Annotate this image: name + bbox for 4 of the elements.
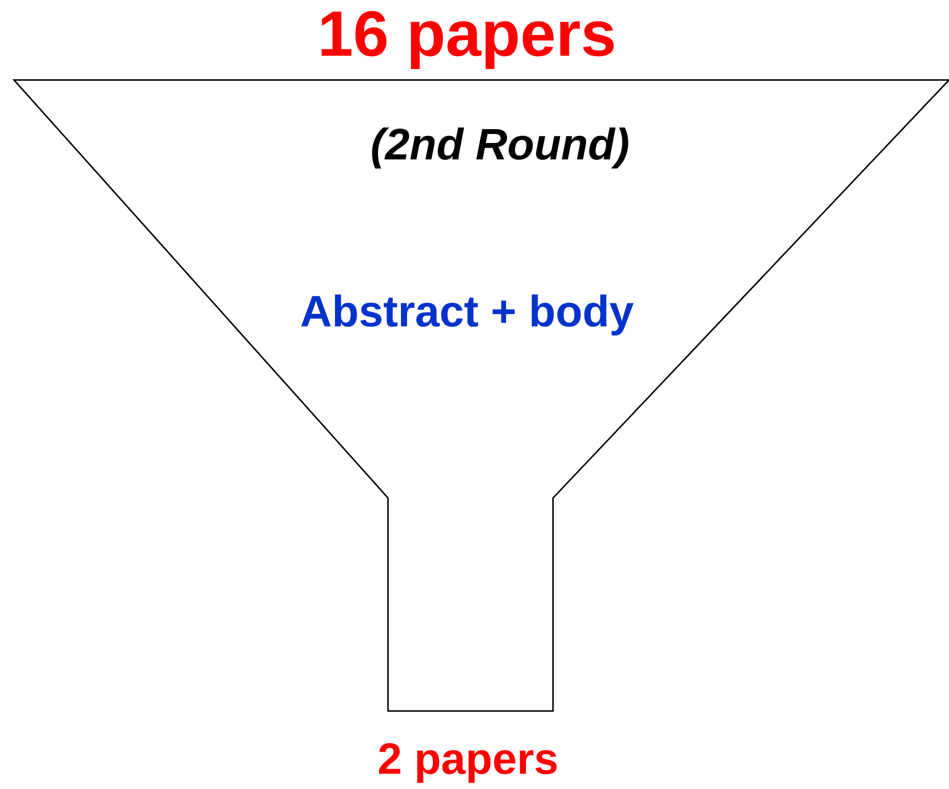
stage-label: Abstract + body: [301, 294, 634, 336]
output-label: 2 papers: [379, 743, 557, 783]
heading: 16 papers: [322, 11, 614, 69]
round-label: (2nd Round): [372, 128, 628, 168]
